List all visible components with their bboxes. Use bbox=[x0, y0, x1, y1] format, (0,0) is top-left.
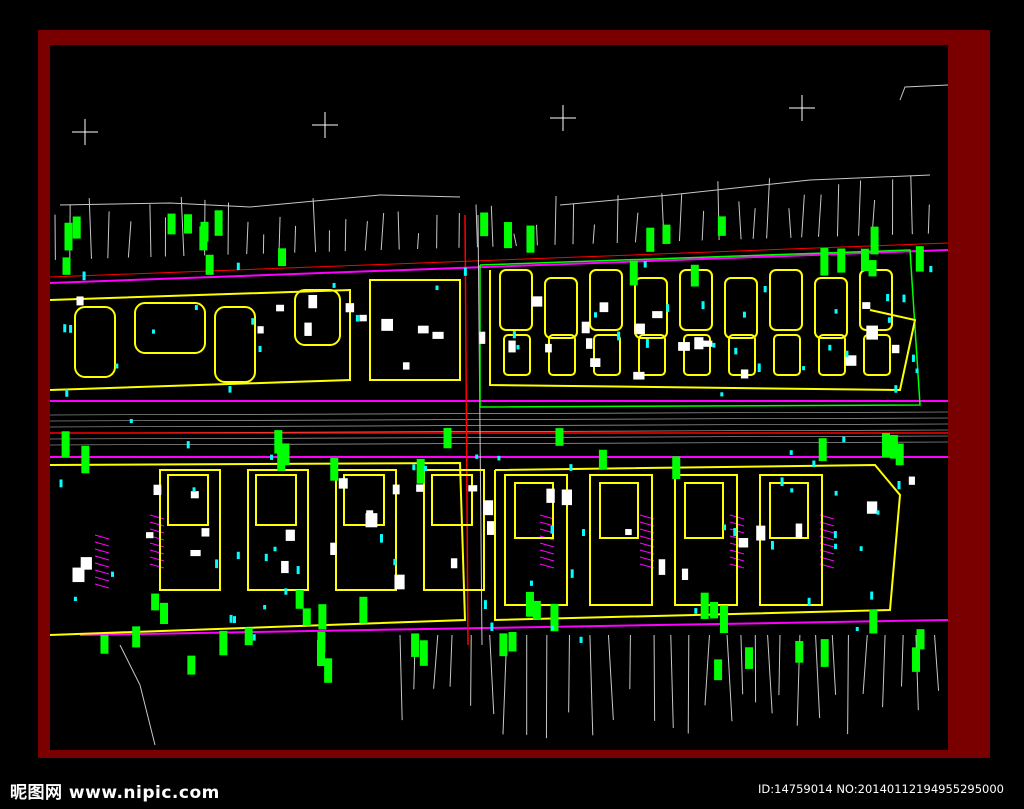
watermark-id: ID:14759014 NO:20140112194955295000 bbox=[758, 782, 1004, 796]
watermark-site: 昵图网 www.nipic.com bbox=[10, 783, 220, 803]
building-cores bbox=[72, 295, 915, 590]
surrounding-parcels bbox=[50, 84, 948, 746]
survey-markers bbox=[59, 261, 933, 643]
building-footprints bbox=[50, 269, 917, 636]
site-plan bbox=[50, 84, 948, 746]
building-labels bbox=[61, 210, 925, 683]
crosshair-icon bbox=[72, 95, 815, 145]
road-network bbox=[50, 214, 948, 646]
cad-canvas[interactable] bbox=[50, 45, 948, 750]
